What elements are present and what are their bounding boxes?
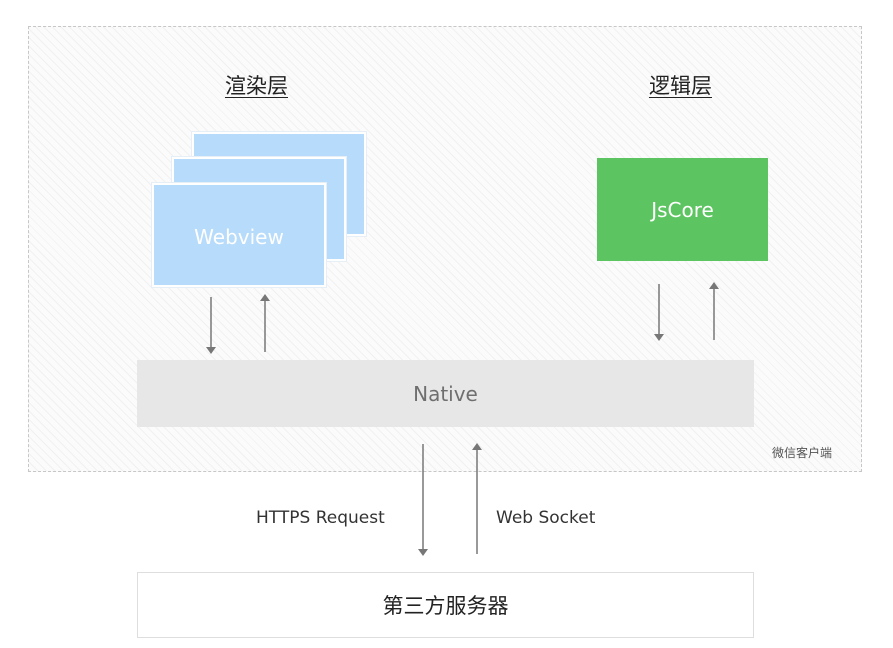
third-party-server-box: 第三方服务器 [137, 572, 754, 638]
https-request-label: HTTPS Request [256, 508, 385, 528]
webview-up-arrowhead [260, 294, 270, 301]
wechat-client-label: 微信客户端 [772, 446, 833, 460]
https-request-arrowhead [418, 549, 428, 556]
native-label: Native [413, 381, 478, 406]
jscore-up-arrowhead [709, 282, 719, 289]
webview-label: Webview [194, 225, 284, 249]
webview-card-front: Webview [152, 183, 326, 287]
native-bar: Native [137, 360, 754, 427]
jscore-box: JsCore [597, 158, 768, 261]
web-socket-arrowhead [472, 443, 482, 450]
render-layer-title: 渲染层 [225, 74, 288, 98]
third-party-server-label: 第三方服务器 [382, 594, 509, 618]
webview-down-arrowhead [206, 347, 216, 354]
jscore-label: JsCore [651, 197, 714, 222]
jscore-down-arrowhead [654, 334, 664, 341]
web-socket-label: Web Socket [496, 508, 596, 528]
logic-layer-title: 逻辑层 [649, 74, 712, 98]
